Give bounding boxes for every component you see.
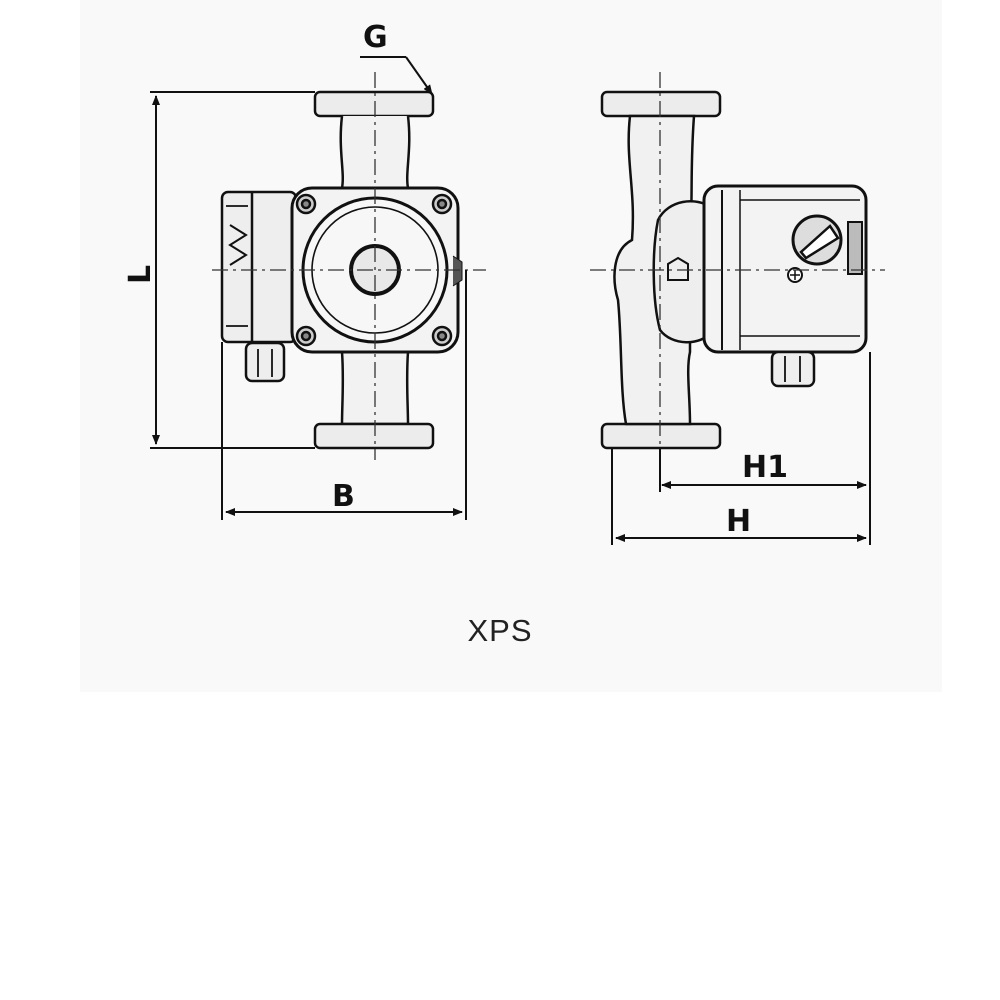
cable-gland: [244, 341, 286, 383]
bottom-flange: [313, 422, 435, 450]
terminal-box: [220, 190, 298, 344]
front-center-lines: [212, 72, 486, 460]
dim-G-leader: [405, 56, 433, 95]
terminal-symbol: [228, 224, 248, 266]
side-top-flange: [600, 90, 722, 118]
side-cable-gland: [770, 350, 816, 388]
dimension-lines: [150, 56, 871, 545]
side-center-lines: [590, 72, 885, 460]
dim-label-H1: H1: [742, 450, 788, 485]
top-flange: [313, 90, 435, 118]
dim-label-G: G: [363, 20, 388, 55]
dim-label-B: B: [332, 479, 355, 514]
pump-side-view: [600, 90, 868, 450]
side-motor-body: [702, 184, 868, 354]
dim-label-H: H: [726, 504, 751, 539]
figure-caption: XPS: [467, 613, 533, 648]
dim-label-L: L: [123, 265, 158, 284]
side-bottom-flange: [600, 422, 722, 450]
speed-selector-knob: [791, 214, 863, 275]
